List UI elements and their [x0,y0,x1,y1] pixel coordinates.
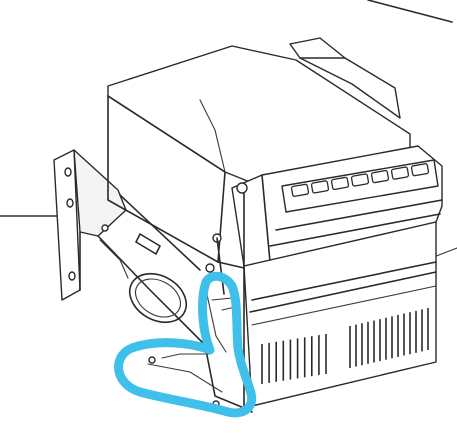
vent-slots-front [349,308,429,368]
panel-button [310,180,330,194]
housing-top [107,37,411,263]
bracket-screw-hole [64,167,72,177]
highlighted-hinge [114,271,256,418]
bracket-screw-hole [68,271,76,281]
panel-button [410,163,430,177]
button-row [281,159,439,213]
vent-slots-side [261,334,327,384]
bracket-screw-hole [101,224,109,232]
panel-button [390,166,410,180]
bracket-screw-hole [66,198,74,208]
front-panel [231,145,443,267]
bracket-oval-cutout [128,272,188,324]
mounting-bracket [53,149,206,346]
panel-button [370,169,390,184]
panel-button [330,176,350,191]
blue-highlight-outline [114,271,256,418]
leader-line-top [367,0,453,23]
panel-button [350,173,370,187]
panel-button [290,183,310,197]
